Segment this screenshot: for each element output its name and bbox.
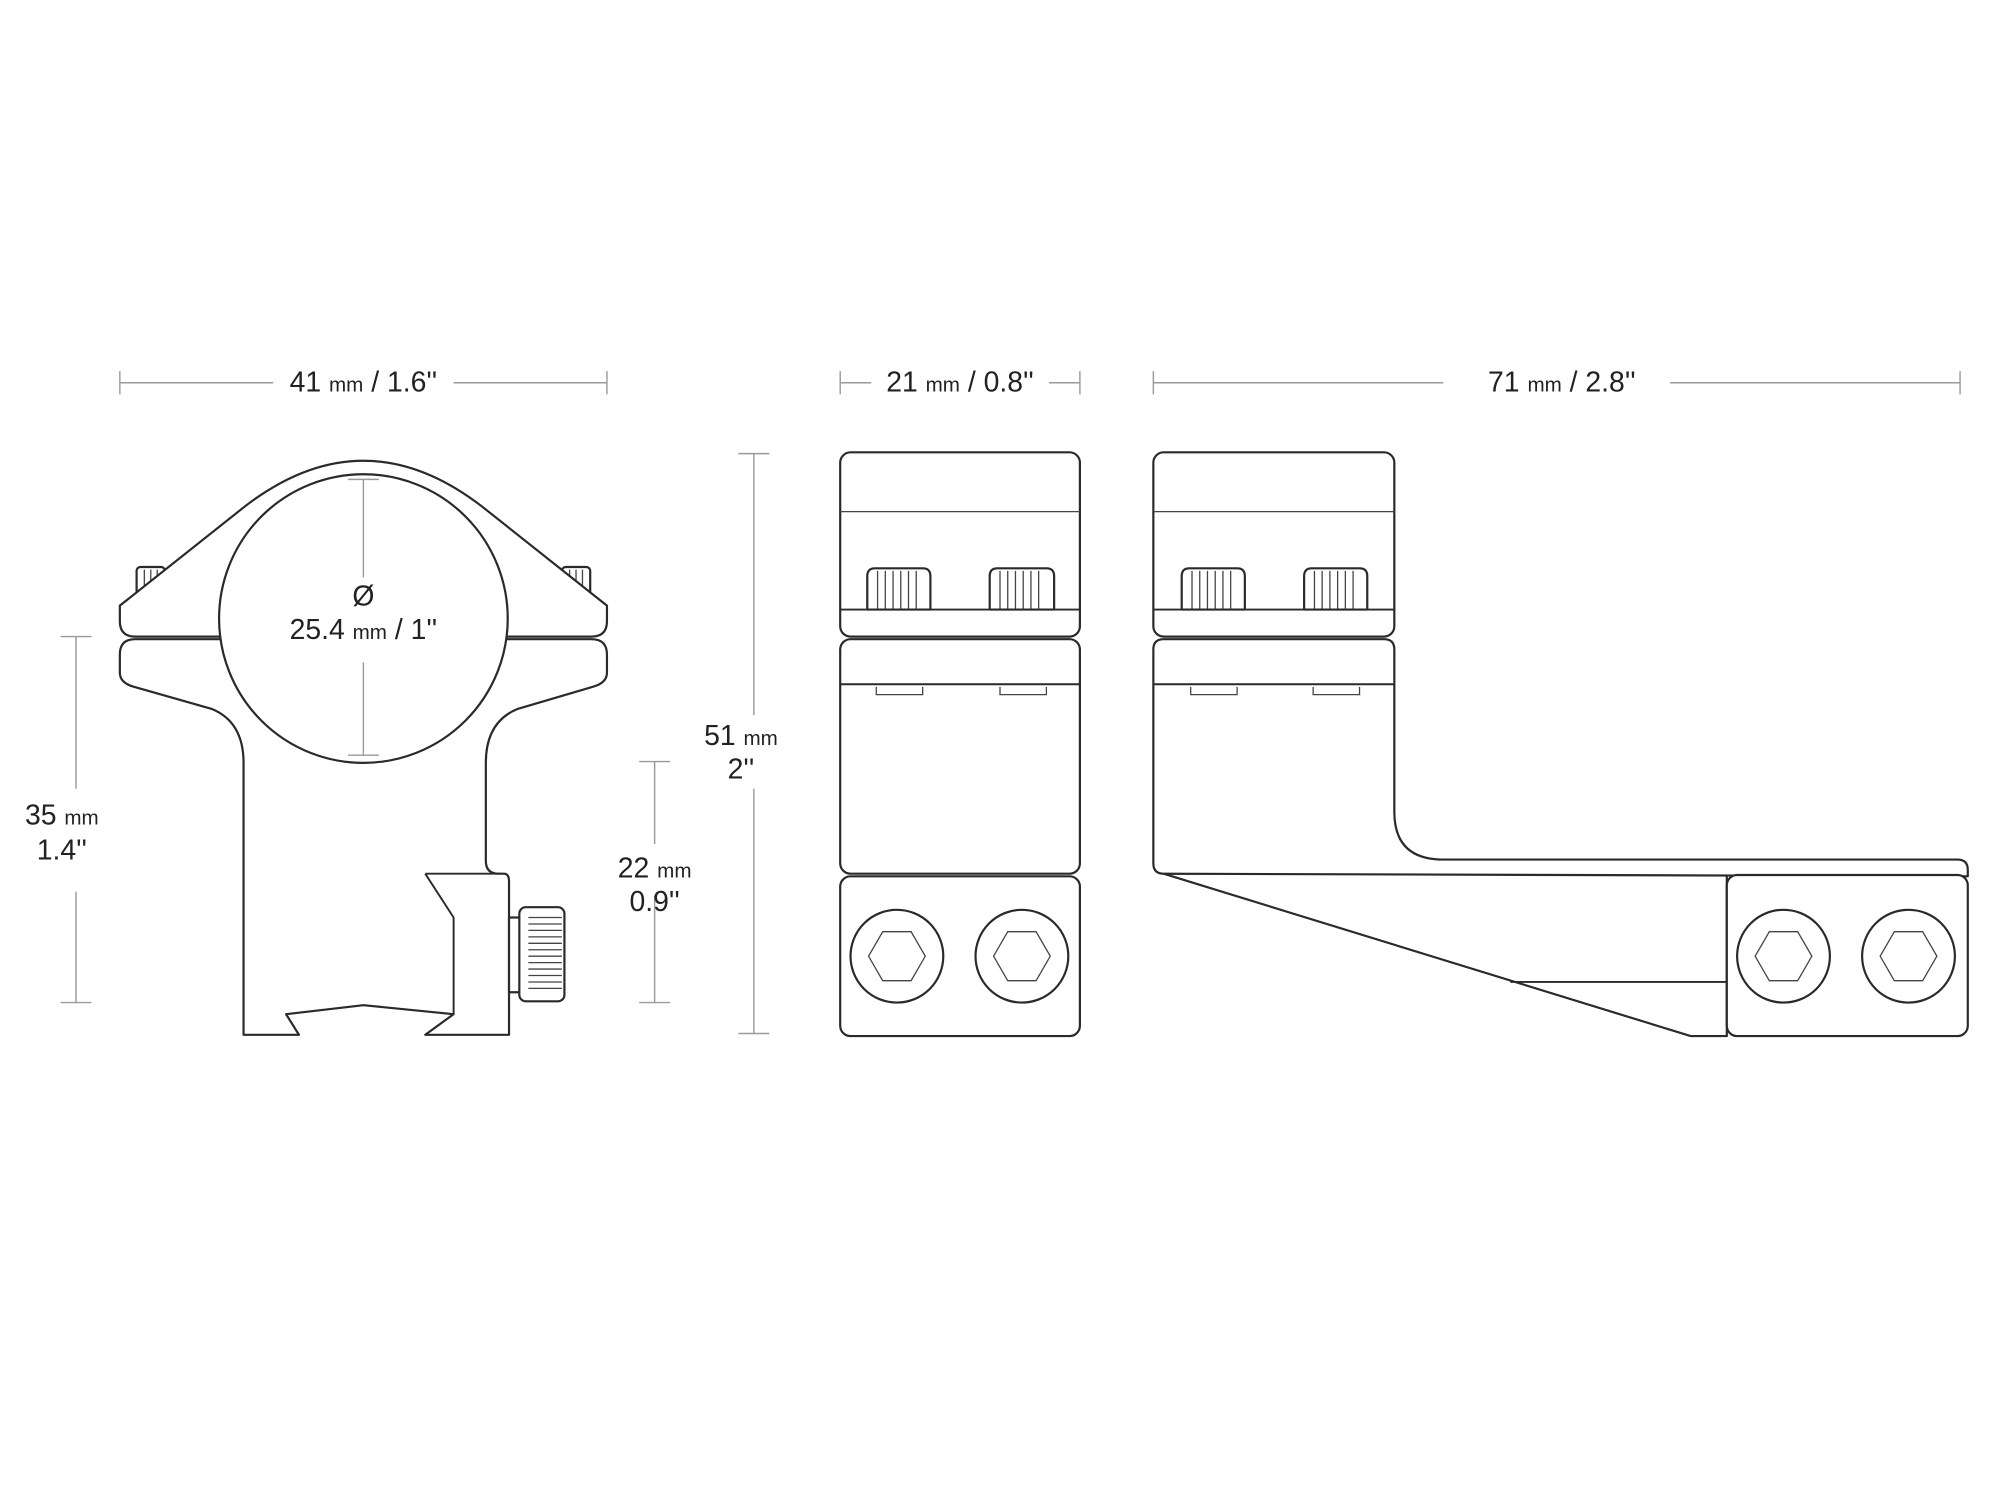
cantilever-arm-lower — [1162, 872, 1728, 1038]
svg-text:51 mm: 51 mm — [704, 720, 778, 752]
side-ring-base — [839, 638, 1081, 875]
offset-view-cantilever-mount — [1152, 451, 1969, 1038]
dim-total-height: 51 mm 2'' — [704, 452, 778, 1035]
svg-text:0.9'': 0.9'' — [630, 886, 680, 918]
dim-side-width: 21 mm / 0.8'' — [839, 367, 1081, 399]
dim-front-height: 35 mm 1.4'' — [25, 635, 99, 1004]
dim-front-width: 41 mm / 1.6'' — [119, 367, 608, 399]
svg-text:25.4 mm / 1'': 25.4 mm / 1'' — [290, 614, 438, 646]
svg-text:21 mm / 0.8'': 21 mm / 0.8'' — [886, 367, 1034, 399]
svg-text:22 mm: 22 mm — [618, 853, 692, 885]
hex-bolt-icon — [1736, 908, 1831, 1004]
dim-rail-height: 22 mm 0.9'' — [618, 760, 692, 1004]
dim-ring-diameter: Ø 25.4 mm / 1'' — [290, 478, 438, 756]
svg-text:41 mm / 1.6'': 41 mm / 1.6'' — [290, 367, 438, 399]
scope-bore — [217, 473, 509, 764]
clamp-knob-icon — [518, 906, 566, 1003]
rail-clamp — [424, 872, 499, 1015]
ring-base — [118, 638, 609, 1036]
svg-text:2'': 2'' — [728, 753, 755, 785]
svg-text:71 mm / 2.8'': 71 mm / 2.8'' — [1488, 367, 1636, 399]
hex-bolt-icon — [974, 908, 1070, 1004]
hex-bolt-icon — [849, 908, 945, 1004]
front-view-ring-mount — [118, 459, 609, 1036]
svg-text:Ø: Ø — [352, 581, 374, 613]
cantilever-arm — [1152, 638, 1969, 878]
hex-bolt-icon — [1861, 908, 1956, 1004]
svg-text:35 mm: 35 mm — [25, 800, 99, 832]
dim-offset-length: 71 mm / 2.8'' — [1152, 367, 1961, 399]
side-view-ring-mount — [839, 451, 1081, 1038]
knurled-screw-icon — [1180, 567, 1369, 611]
svg-text:1.4'': 1.4'' — [37, 835, 87, 867]
